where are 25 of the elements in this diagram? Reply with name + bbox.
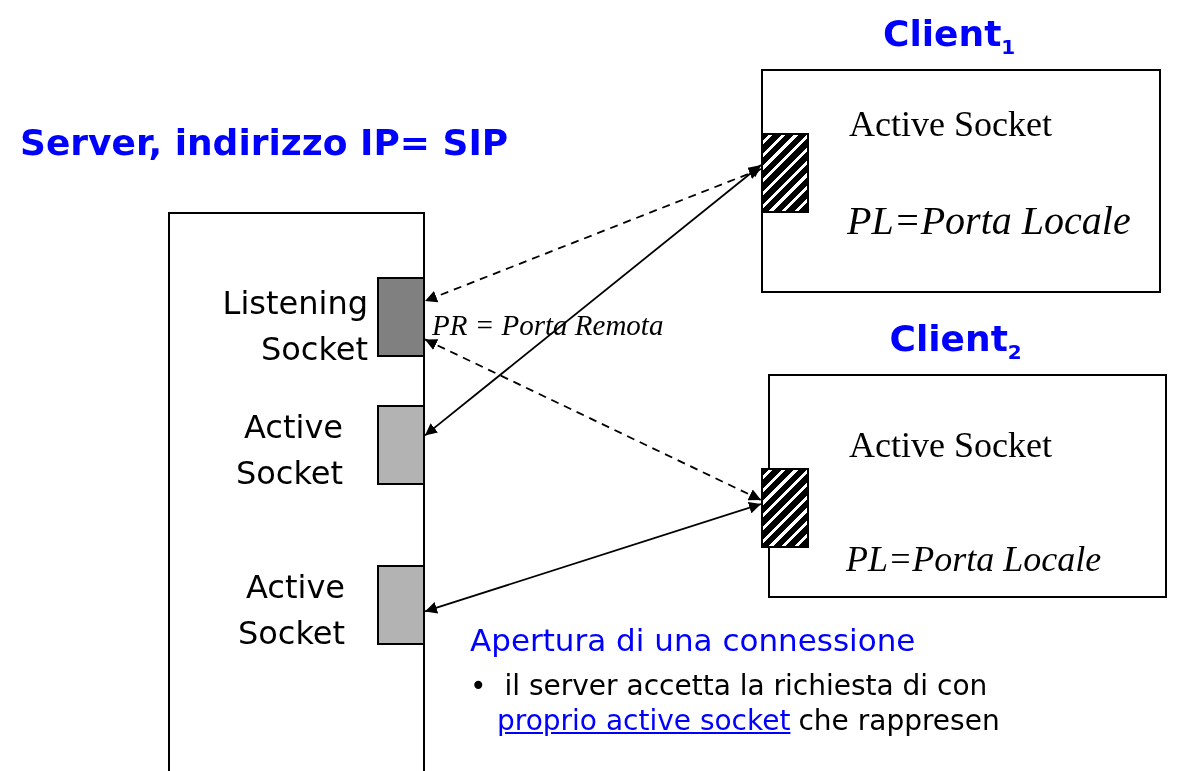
port-label: PR = Porta Remota	[432, 309, 664, 342]
socket-label: Active Socket	[849, 424, 1052, 466]
arrow	[424, 164, 762, 437]
dashed-arrow	[424, 167, 762, 303]
dashed-arrow	[424, 338, 762, 501]
section-heading: Apertura di una connessione	[470, 622, 917, 658]
port-label: PL=Porta Locale	[846, 538, 1102, 580]
socket-label: Active Socket	[234, 407, 343, 495]
arrow	[424, 501, 762, 614]
socket-label: Active Socket	[849, 103, 1052, 145]
hatched-socket-square	[761, 468, 809, 548]
port-label: PL=Porta Locale	[847, 197, 1131, 244]
continuation-text: che rappresen	[798, 703, 1000, 737]
socket-label: Listening Socket	[221, 283, 368, 371]
bullet-text: il server accetta la richiesta di con	[504, 668, 988, 704]
highlighted-term: proprio active socket	[497, 703, 791, 737]
socket-label: Active Socket	[236, 567, 345, 655]
bullet-mark: •	[470, 668, 487, 704]
server-title: Server, indirizzo IP= SIP	[20, 122, 509, 163]
hatched-socket-square	[761, 133, 809, 213]
active-socket-square	[377, 565, 425, 645]
active-socket-square	[377, 405, 425, 485]
client-title: Client$_{1}$	[883, 13, 1016, 60]
client-title: Client$_{2}$	[889, 318, 1022, 365]
listening-socket-square	[377, 277, 425, 357]
